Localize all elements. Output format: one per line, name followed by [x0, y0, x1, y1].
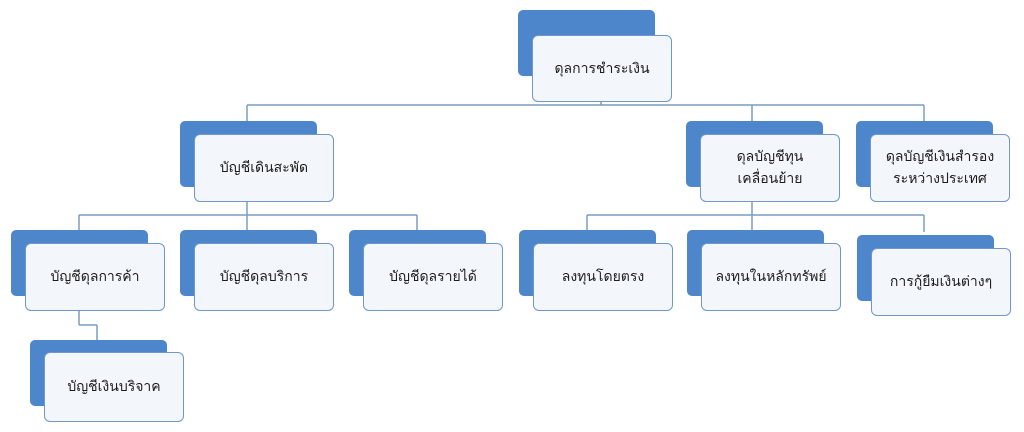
node-label: ลงทุนโดยตรง	[533, 243, 673, 311]
node-label: บัญชีเงินบริจาค	[44, 352, 184, 422]
node-label: บัญชีดุลบริการ	[194, 243, 334, 311]
node-label: ดุลการชำระเงิน	[532, 35, 672, 102]
node-label: ดุลบัญชีทุน เคลื่อนย้าย	[700, 134, 840, 202]
node-label: ลงทุนในหลักทรัพย์	[701, 243, 841, 311]
connector-lines	[78, 92, 925, 342]
node-label: การกู้ยืมเงินต่างๆ	[871, 248, 1011, 316]
node-label: ดุลบัญชีเงินสำรอง ระหว่างประเทศ	[870, 134, 1010, 202]
node-label: บัญชีดุลรายได้	[363, 243, 503, 311]
node-label: บัญชีเดินสะพัด	[194, 134, 334, 202]
node-label: บัญชีดุลการค้า	[25, 243, 165, 311]
